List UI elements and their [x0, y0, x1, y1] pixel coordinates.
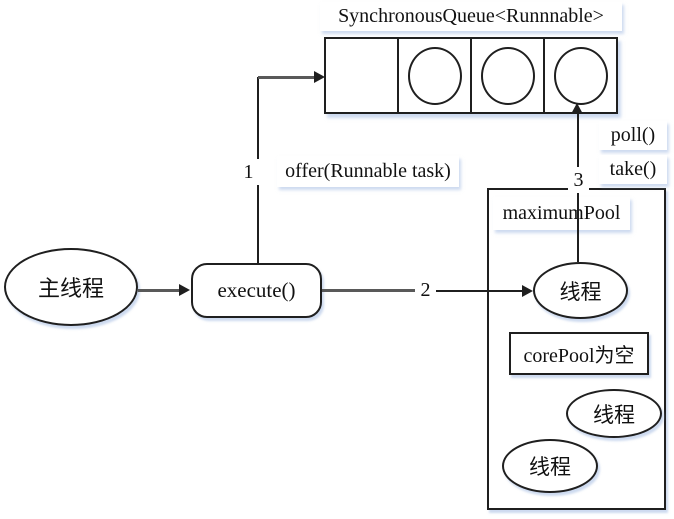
poll-label: poll() — [599, 121, 667, 150]
pool-thread-left-ellipse: 线程 — [502, 439, 598, 493]
synchronous-queue — [324, 37, 618, 114]
take-arrowhead-icon — [571, 103, 583, 114]
queue-cells — [326, 39, 616, 112]
queue-slot — [326, 39, 397, 112]
execute-to-thread-line-black — [425, 290, 523, 292]
step-1-label: 1 — [238, 159, 259, 185]
execute-node: execute() — [191, 263, 322, 318]
queue-slot — [397, 39, 470, 112]
execute-to-thread-arrowhead-icon — [522, 285, 533, 297]
take-label: take() — [599, 155, 667, 184]
main-to-execute-arrowhead-icon — [179, 284, 190, 296]
offer-connector-horizontal-line — [258, 76, 315, 79]
offer-arrowhead-icon — [314, 71, 325, 83]
execute-to-thread-line-gray — [322, 289, 425, 292]
queued-task-circle — [480, 46, 535, 105]
main-to-execute-line — [138, 289, 181, 292]
queued-task-circle — [407, 46, 462, 105]
offer-label: offer(Runnable task) — [277, 156, 459, 187]
queue-slot — [470, 39, 543, 112]
queued-task-circle — [553, 46, 608, 105]
step-2-label: 2 — [415, 277, 436, 303]
step-3-label: 3 — [568, 167, 589, 193]
queue-title: SynchronousQueue<Runnnable> — [320, 2, 622, 31]
pool-thread-right-ellipse: 线程 — [566, 389, 662, 438]
core-pool-empty-note: corePool为空 — [509, 332, 649, 375]
main-thread-ellipse: 主线程 — [4, 248, 138, 326]
pool-thread-top-ellipse: 线程 — [533, 262, 628, 319]
maximum-pool-title: maximumPool — [493, 197, 630, 230]
queue-slot — [543, 39, 616, 112]
